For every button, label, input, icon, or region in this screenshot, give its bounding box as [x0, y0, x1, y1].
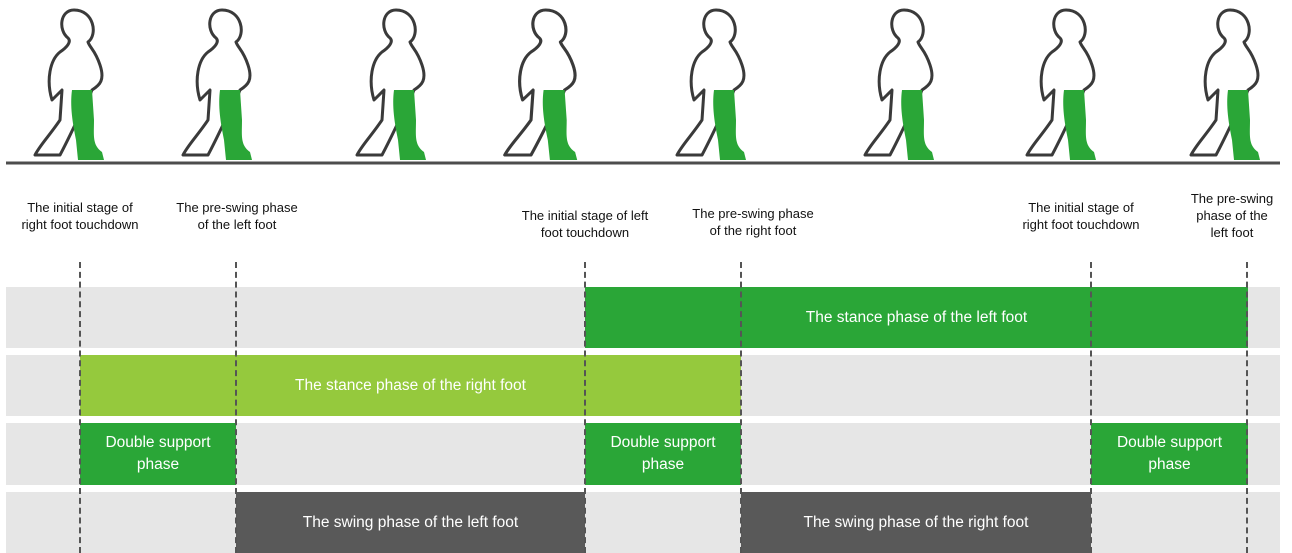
event-label-left-touchdown: The initial stage of left foot touchdown: [521, 208, 649, 240]
event-label-right-touchdown-2: The initial stage of right foot touchdow…: [1022, 200, 1140, 232]
walking-figure-icon: [181, 8, 254, 162]
event-marker-line: [1246, 262, 1248, 553]
double-support-bar-1: Double support phase: [80, 423, 236, 485]
walking-figures: [6, 8, 1280, 165]
event-label-left-preswing-2: The pre-swing phase of the left foot: [1190, 191, 1274, 240]
event-label-right-touchdown-1: The initial stage of right foot touchdow…: [21, 200, 139, 232]
walking-figure-icon: [33, 8, 106, 162]
event-marker-line: [740, 262, 742, 553]
event-label-left-preswing-1: The pre-swing phase of the left foot: [176, 200, 298, 232]
stance-phase-left-bar: The stance phase of the left foot: [585, 287, 1248, 348]
event-marker-line: [79, 262, 81, 553]
double-support-bar-3: Double support phase: [1091, 423, 1248, 485]
walking-figure-icon: [1025, 8, 1098, 162]
swing-phase-left-bar: The swing phase of the left foot: [236, 492, 585, 553]
walking-figure-icon: [863, 8, 936, 162]
walking-figure-icon: [355, 8, 428, 162]
swing-phase-right-bar: The swing phase of the right foot: [741, 492, 1091, 553]
double-support-bar-2: Double support phase: [585, 423, 741, 485]
walking-figure-icon: [1189, 8, 1262, 162]
event-marker-line: [584, 262, 586, 553]
walking-figure-icon: [503, 8, 579, 162]
event-label-right-preswing: The pre-swing phase of the right foot: [692, 206, 814, 238]
walking-figure-icon: [675, 8, 748, 162]
stance-phase-right-bar: The stance phase of the right foot: [80, 355, 741, 416]
event-marker-line: [235, 262, 237, 553]
event-marker-line: [1090, 262, 1092, 553]
